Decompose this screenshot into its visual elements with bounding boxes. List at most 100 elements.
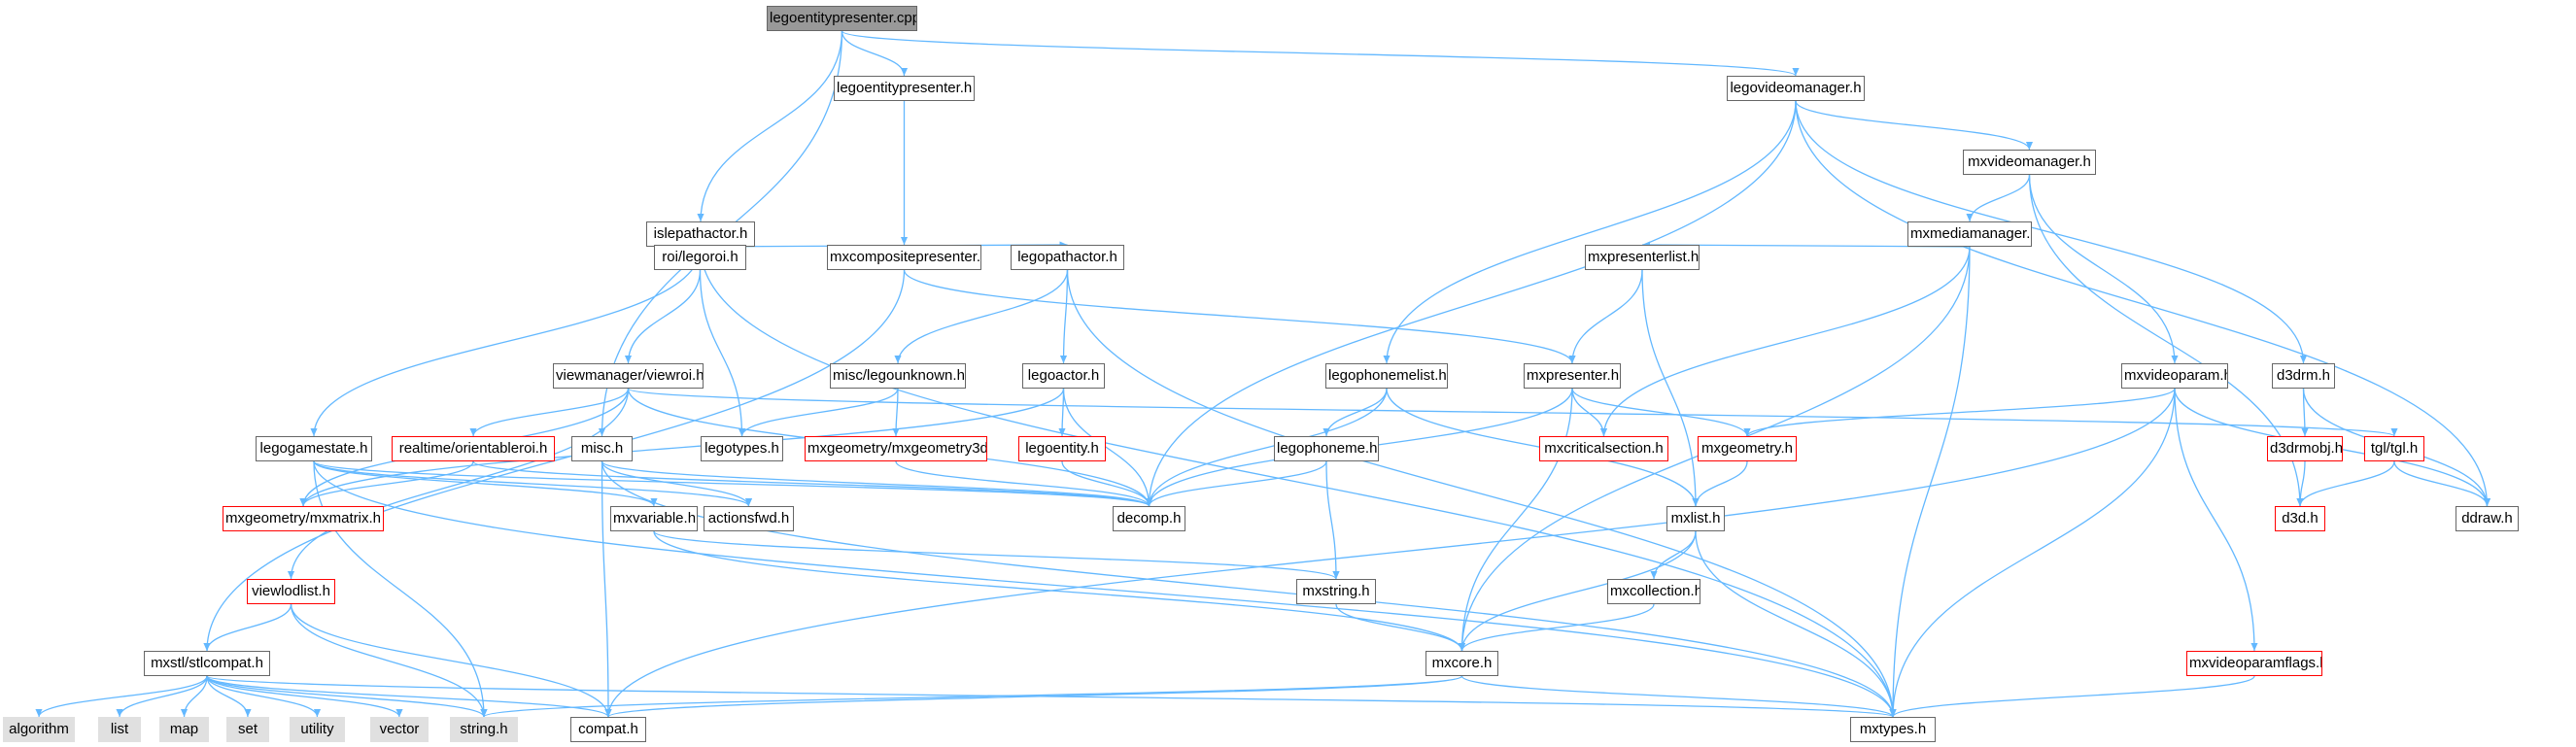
edge-legophoneme-h-to-decomp-h [1145,460,1327,507]
edge-mxvideoparamflags-h-to-mxtypes-h [1889,675,2255,718]
edge-mxvideoparam-h-to-mxvideoparamflags-h [2174,388,2258,652]
node-decomp-h[interactable]: decomp.h [1113,506,1185,531]
node-misc-h[interactable]: misc.h [571,436,633,461]
node-mxvideoparamflags-h[interactable]: mxvideoparamflags.h [2186,651,2322,676]
edge-legoactor-h-to-legoentity-h [1058,388,1066,437]
edge-misc-legounknown-h-to-mxgeometry-mxgeometry3d-h [892,388,900,437]
edge-mxmediamanager-h-to-mxtypes-h [1889,246,1971,718]
edge-mxvideomanager-h-to-d3d-h [2028,174,2304,507]
node-mxvariable-h[interactable]: mxvariable.h [610,506,698,531]
edge-realtime-orientableroi-h-to-mxgeometry-mxmatrix-h [299,460,474,507]
edge-mxcore-h-to-mxtypes-h [1460,675,1897,718]
edge-mxvideomanager-h-to-mxvideoparam-h [2028,174,2179,364]
node-root[interactable]: legoentitypresenter.cpp [767,6,917,31]
edge-viewlodlist-h-to-string-h [290,603,488,718]
edge-legogamestate-h-to-string-h [313,460,488,718]
node-mxstl-stlcompat-h[interactable]: mxstl/stlcompat.h [144,651,270,676]
node-mxgeometry-mxgeometry3d-h[interactable]: mxgeometry/mxgeometry3d.h [805,436,987,461]
node-ddraw-h[interactable]: ddraw.h [2456,506,2519,531]
edge-mxcompositepresenter-h-to-mxpresenter-h [903,269,1576,364]
node-string-h: string.h [450,717,518,742]
edge-viewmanager-viewroi-h-to-tgl-tgl-h [627,388,2398,437]
edge-misc-h-to-decomp-h [601,460,1152,507]
node-utility: utility [290,717,345,742]
edge-viewmanager-viewroi-h-to-viewlodlist-h [287,388,630,580]
node-compat-h[interactable]: compat.h [570,717,646,742]
node-legogamestate-h[interactable]: legogamestate.h [256,436,372,461]
edge-mxstl-stlcompat-h-to-utility [206,675,322,718]
node-mxcompositepresenter-h[interactable]: mxcompositepresenter.h [827,245,981,270]
node-set: set [226,717,269,742]
edge-mxpresenter-h-to-mxgeometry-h [1571,388,1751,437]
edge-legophonemelist-h-to-legophoneme-h [1322,388,1388,437]
edge-mxpresenter-h-to-mxcore-h [1458,388,1573,652]
edge-legogamestate-h-to-mxvariable-h [313,460,658,507]
edge-mxgeometry-h-to-mxlist-h [1692,460,1748,507]
edge-mxstl-stlcompat-h-to-string-h [206,675,488,718]
node-tgl-tgl-h[interactable]: tgl/tgl.h [2364,436,2424,461]
edge-legogamestate-h-to-decomp-h [313,460,1152,507]
node-mxcriticalsection-h[interactable]: mxcriticalsection.h [1539,436,1668,461]
node-mxpresenterlist-h[interactable]: mxpresenterlist.h [1585,245,1700,270]
edge-legovideomanager-h-to-decomp-h [1145,100,1797,507]
node-islepathactor-h[interactable]: islepathactor.h [646,221,755,247]
node-misc-legounknown-h[interactable]: misc/legounknown.h [830,363,966,389]
edge-legophonemelist-h-to-decomp-h [1145,388,1388,507]
edge-islepathactor-h-to-legogamestate-h [310,246,702,437]
edge-mxvideomanager-h-to-mxmediamanager-h [1966,174,2031,222]
node-mxcore-h[interactable]: mxcore.h [1425,651,1498,676]
edge-legopathactor-h-to-legoactor-h [1059,269,1069,364]
node-mxstring-h[interactable]: mxstring.h [1296,579,1376,604]
edge-tgl-tgl-h-to-ddraw-h [2393,460,2491,507]
node-legoactor-h[interactable]: legoactor.h [1022,363,1105,389]
edge-mxpresenterlist-h-to-mxpresenter-h [1568,269,1643,364]
node-mxvideomanager-h[interactable]: mxvideomanager.h [1963,150,2096,175]
node-mxtypes-h[interactable]: mxtypes.h [1850,717,1936,742]
edge-legopathactor-h-to-mxtypes-h [1066,269,1897,718]
edge-root-to-legovideomanager-h [841,30,1800,77]
node-d3drm-h[interactable]: d3drm.h [2272,363,2335,389]
node-mxgeometry-h[interactable]: mxgeometry.h [1698,436,1797,461]
edge-misc-legounknown-h-to-legotypes-h [738,388,899,437]
edge-mxmediamanager-h-to-mxcriticalsection-h [1599,246,1971,437]
edge-mxstl-stlcompat-h-to-algorithm [35,675,208,718]
edge-legophoneme-h-to-mxstring-h [1325,460,1340,580]
node-vector: vector [370,717,429,742]
edge-legoactor-h-to-mxgeometry-mxmatrix-h [299,388,1065,507]
node-actionsfwd-h[interactable]: actionsfwd.h [704,506,794,531]
edge-root-to-legoentitypresenter-h [841,30,909,77]
node-mxgeometry-mxmatrix-h[interactable]: mxgeometry/mxmatrix.h [223,506,384,531]
edge-mxstring-h-to-mxcore-h [1335,603,1466,652]
edge-viewlodlist-h-to-mxstl-stlcompat-h [203,603,292,652]
node-realtime-orientableroi-h[interactable]: realtime/orientableroi.h [392,436,555,461]
edge-legopathactor-h-to-misc-legounknown-h [894,269,1069,364]
edge-legogamestate-h-to-actionsfwd-h [313,460,752,507]
node-mxpresenter-h[interactable]: mxpresenter.h [1524,363,1621,389]
node-legoentity-h[interactable]: legoentity.h [1018,436,1106,461]
node-algorithm: algorithm [3,717,75,742]
edge-legovideomanager-h-to-ddraw-h [1795,100,2491,507]
node-legopathactor-h[interactable]: legopathactor.h [1011,245,1124,270]
node-mxmediamanager-h[interactable]: mxmediamanager.h [1907,221,2032,247]
node-legoentitypresenter-h[interactable]: legoentitypresenter.h [834,76,975,101]
node-legovideomanager-h[interactable]: legovideomanager.h [1727,76,1865,101]
node-list: list [98,717,141,742]
node-viewlodlist-h[interactable]: viewlodlist.h [247,579,335,604]
node-mxcollection-h[interactable]: mxcollection.h [1607,579,1700,604]
node-legophoneme-h[interactable]: legophoneme.h [1274,436,1379,461]
node-d3drmobj-h[interactable]: d3drmobj.h [2267,436,2343,461]
node-mxvideoparam-h[interactable]: mxvideoparam.h [2121,363,2228,389]
node-d3d-h[interactable]: d3d.h [2275,506,2325,531]
node-mxlist-h[interactable]: mxlist.h [1666,506,1725,531]
edge-mxvariable-h-to-mxstring-h [653,530,1340,580]
edge-legovideomanager-h-to-d3drm-h [1795,100,2308,364]
edge-legovideomanager-h-to-legophonemelist-h [1383,100,1797,364]
node-roi-legoroi-h[interactable]: roi/legoroi.h [654,245,746,270]
node-viewmanager-viewroi-h[interactable]: viewmanager/viewroi.h [553,363,704,389]
edge-mxcore-h-to-string-h [480,675,1463,718]
node-legophonemelist-h[interactable]: legophonemelist.h [1325,363,1448,389]
edge-mxgeometry-mxgeometry3d-h-to-decomp-h [895,460,1153,507]
node-legotypes-h[interactable]: legotypes.h [701,436,783,461]
